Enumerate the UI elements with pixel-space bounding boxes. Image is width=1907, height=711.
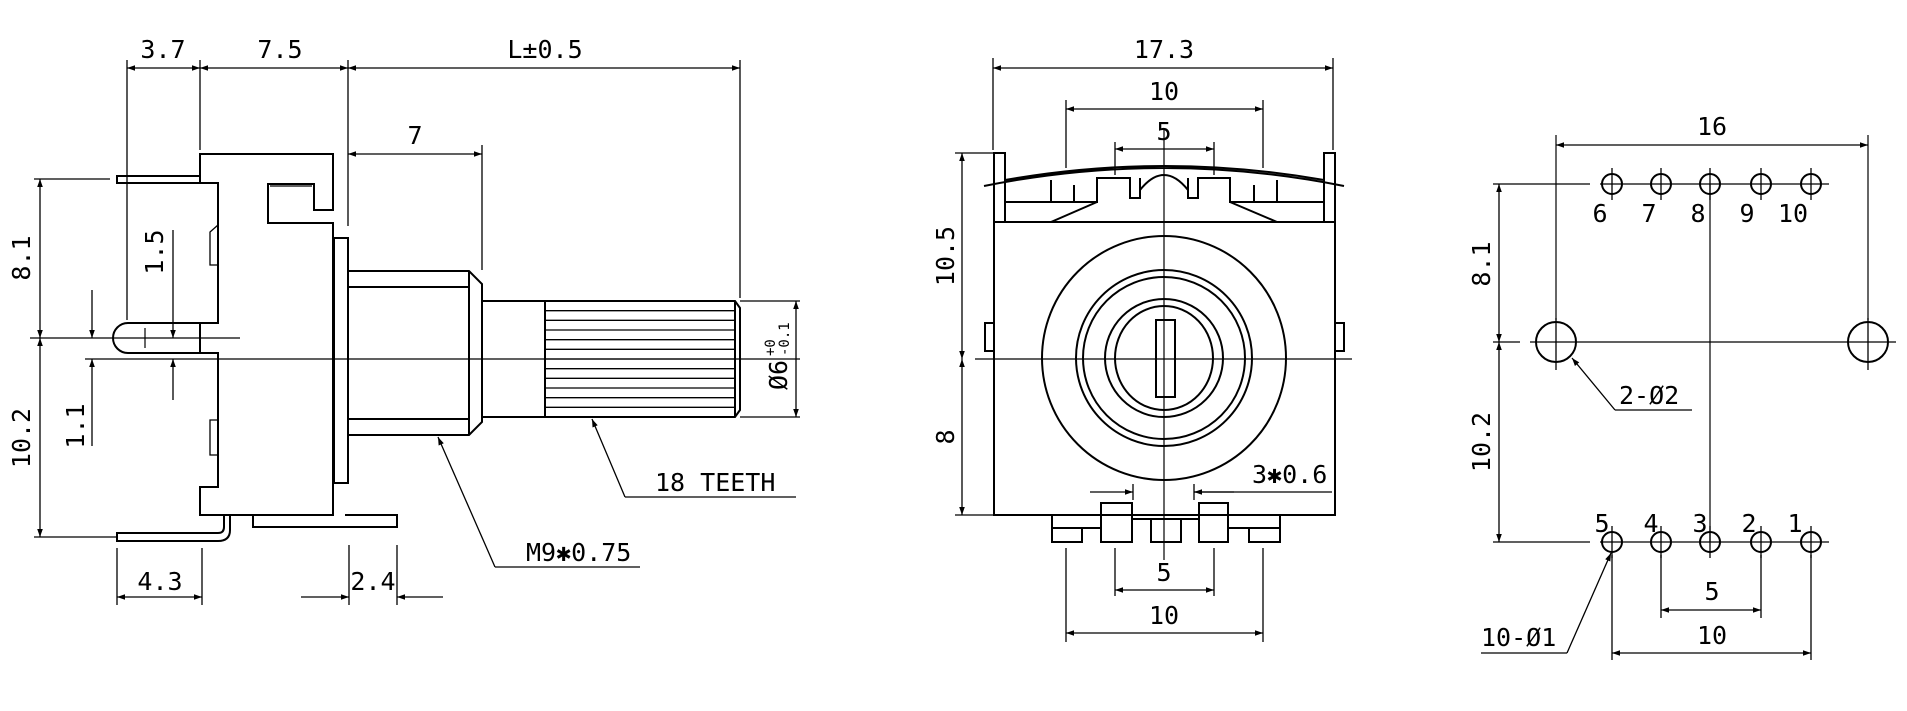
- front-plate: [333, 237, 349, 484]
- pin-number: 10: [1778, 199, 1808, 228]
- dim-top-5: 5: [1156, 117, 1171, 146]
- side-view: 3.7 7.5 L±0.5 7 8.1 10.2 1.5 1.1 Ø6 +0 -…: [7, 35, 800, 605]
- side-dimensions: [34, 60, 800, 605]
- pin-hole: 3: [1692, 509, 1721, 558]
- dim-1-5: 1.5: [140, 229, 169, 274]
- note-18-teeth: 18 TEETH: [655, 468, 775, 497]
- dim-8: 8: [931, 429, 960, 444]
- dim-8-1: 8.1: [7, 235, 36, 280]
- front-centerlines: [975, 128, 1352, 560]
- dim-shaft-diameter: Ø6 +0 -0.1: [763, 322, 793, 390]
- dim-16: 16: [1697, 112, 1727, 141]
- shaft-diameter: Ø6: [764, 360, 793, 390]
- dim-5: 5: [1704, 577, 1719, 606]
- note-thread: M9✱0.75: [526, 538, 631, 567]
- top-terminal: [116, 175, 201, 184]
- bottom-terminal: [116, 514, 231, 542]
- pin-hole: 9: [1739, 168, 1772, 228]
- pin-hole: 5: [1594, 509, 1623, 558]
- left-bump: [984, 322, 995, 352]
- dim-bottom-5: 5: [1156, 558, 1171, 587]
- mounting-bracket: [252, 514, 398, 528]
- footprint-dimensions: [1481, 142, 1868, 660]
- pin-hole: 7: [1641, 168, 1672, 228]
- pcb-footprint: 6 7 8 9 10 5 4 3 2 1 16 8.1 10.2 2-Ø2 10-Ø1 5 10: [1467, 112, 1896, 660]
- dim-1-1: 1.1: [61, 403, 90, 448]
- right-post: [1323, 152, 1336, 223]
- pin-hole: 6: [1592, 168, 1623, 228]
- note-pin-holes: 10-Ø1: [1481, 623, 1556, 652]
- pin-number: 3: [1692, 509, 1707, 538]
- front-pins: [1051, 502, 1281, 543]
- mount-holes: [1535, 318, 1889, 370]
- pin-number: 4: [1643, 509, 1658, 538]
- dim-10: 10: [1697, 621, 1727, 650]
- dim-length: L±0.5: [507, 35, 582, 64]
- centerlines: [30, 328, 800, 360]
- dim-4-3: 4.3: [137, 567, 182, 596]
- housing-outline: [199, 153, 334, 516]
- bottom-pin-row: 5 4 3 2 1: [1594, 509, 1822, 558]
- pin-number: 2: [1741, 509, 1756, 538]
- dim-2-4: 2.4: [350, 567, 395, 596]
- pin-hole: 10: [1778, 168, 1822, 228]
- pin-hole: 2: [1741, 509, 1772, 558]
- front-view: 17.3 10 5 10.5 8 3✱0.6 5 10: [931, 35, 1352, 642]
- left-post: [993, 152, 1006, 223]
- dim-10-2: 10.2: [7, 408, 36, 468]
- dim-7-5: 7.5: [257, 35, 302, 64]
- front-body: [993, 221, 1336, 516]
- pin-number: 1: [1787, 509, 1802, 538]
- dim-bottom-10: 10: [1149, 601, 1179, 630]
- dim-8-1: 8.1: [1467, 241, 1496, 286]
- dim-pin-size: 3✱0.6: [1252, 460, 1327, 489]
- shaft-tol-plus: +0: [763, 339, 779, 356]
- front-dimensions: [955, 58, 1334, 642]
- pin-number: 9: [1739, 199, 1754, 228]
- dim-10-2: 10.2: [1467, 412, 1496, 472]
- pin-number: 8: [1690, 199, 1705, 228]
- dim-10-5: 10.5: [931, 226, 960, 286]
- pin-hole: 8: [1690, 168, 1721, 228]
- right-bump: [1334, 322, 1345, 352]
- dim-17-3: 17.3: [1134, 35, 1194, 64]
- pin-number: 6: [1592, 199, 1607, 228]
- middle-terminal: [112, 322, 201, 354]
- housing-notches: [209, 185, 312, 456]
- pin-hole: 4: [1643, 509, 1672, 558]
- dim-3-7: 3.7: [140, 35, 185, 64]
- note-mount-holes: 2-Ø2: [1619, 381, 1679, 410]
- threaded-bushing: [347, 270, 483, 436]
- pin-number: 5: [1594, 509, 1609, 538]
- pin-number: 7: [1641, 199, 1656, 228]
- dim-7: 7: [407, 121, 422, 150]
- dim-top-10: 10: [1149, 77, 1179, 106]
- knurl-lines: [545, 310, 735, 408]
- pin-hole: 1: [1787, 509, 1822, 558]
- top-pin-row: 6 7 8 9 10: [1592, 168, 1822, 228]
- shaft-tol-minus: -0.1: [777, 322, 793, 356]
- footprint-centerlines: [1493, 135, 1896, 543]
